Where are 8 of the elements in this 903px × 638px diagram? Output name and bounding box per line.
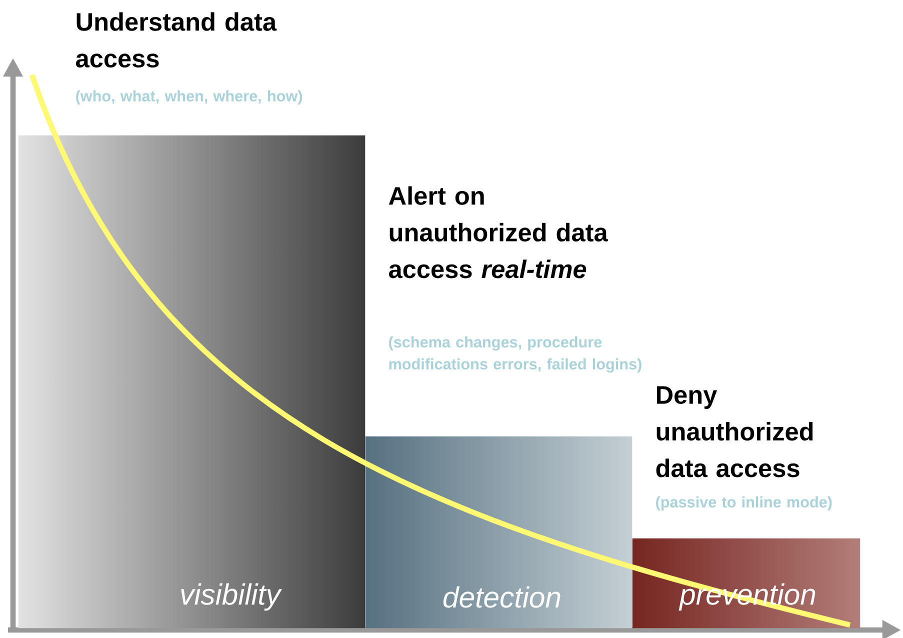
bar-label: detection bbox=[443, 586, 560, 608]
heading: Alert on unauthorized data access real-time bbox=[388, 186, 608, 278]
heading: Deny unauthorized data access bbox=[656, 386, 813, 478]
subtitle: (schema changes, procedure modifications errors, failed logins) bbox=[389, 336, 642, 373]
heading: Understand data access bbox=[76, 12, 277, 68]
subtitle: (passive to inline mode) bbox=[656, 496, 832, 511]
subtitle: (who, what, when, where, how) bbox=[76, 90, 302, 105]
bar-label: visibility bbox=[181, 583, 282, 611]
